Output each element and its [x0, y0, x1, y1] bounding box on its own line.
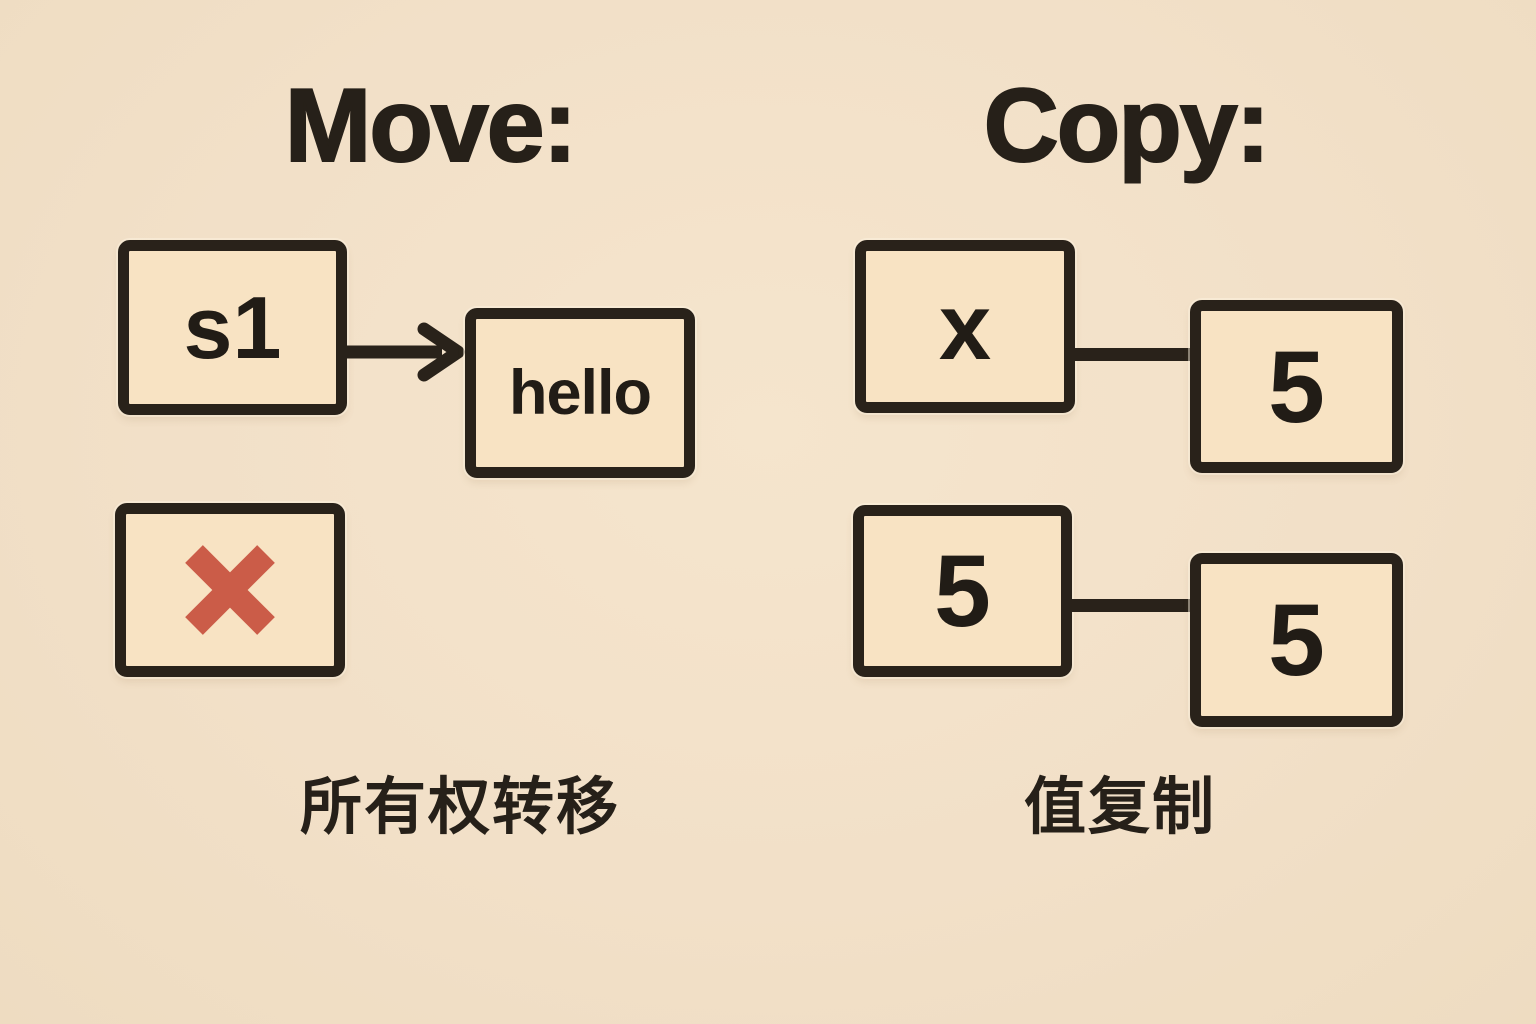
copy-source2-label: 5 [934, 534, 991, 648]
arrow-right-icon [344, 322, 465, 382]
move-source-box: s1 [118, 240, 347, 415]
copy-title: Copy: [983, 68, 1272, 184]
connector-line-2 [1064, 599, 1196, 612]
move-target-label: hello [508, 357, 652, 428]
connector-line [1066, 348, 1196, 361]
move-caption: 所有权转移 [299, 773, 620, 842]
copy-target2-label: 5 [1268, 583, 1325, 697]
copy-target2-box: 5 [1190, 553, 1403, 727]
x-mark-icon [185, 545, 275, 635]
copy-source-label: x [938, 273, 992, 379]
copy-target-label: 5 [1268, 329, 1325, 444]
move-source-label: s1 [183, 277, 282, 377]
move-invalidated-box [115, 503, 345, 677]
copy-caption: 值复制 [1023, 773, 1216, 842]
copy-source-box: x [855, 240, 1075, 413]
copy-target-box: 5 [1190, 300, 1403, 473]
copy-source2-box: 5 [853, 505, 1072, 677]
move-title: Move: [284, 68, 578, 184]
move-target-box: hello [465, 308, 695, 478]
